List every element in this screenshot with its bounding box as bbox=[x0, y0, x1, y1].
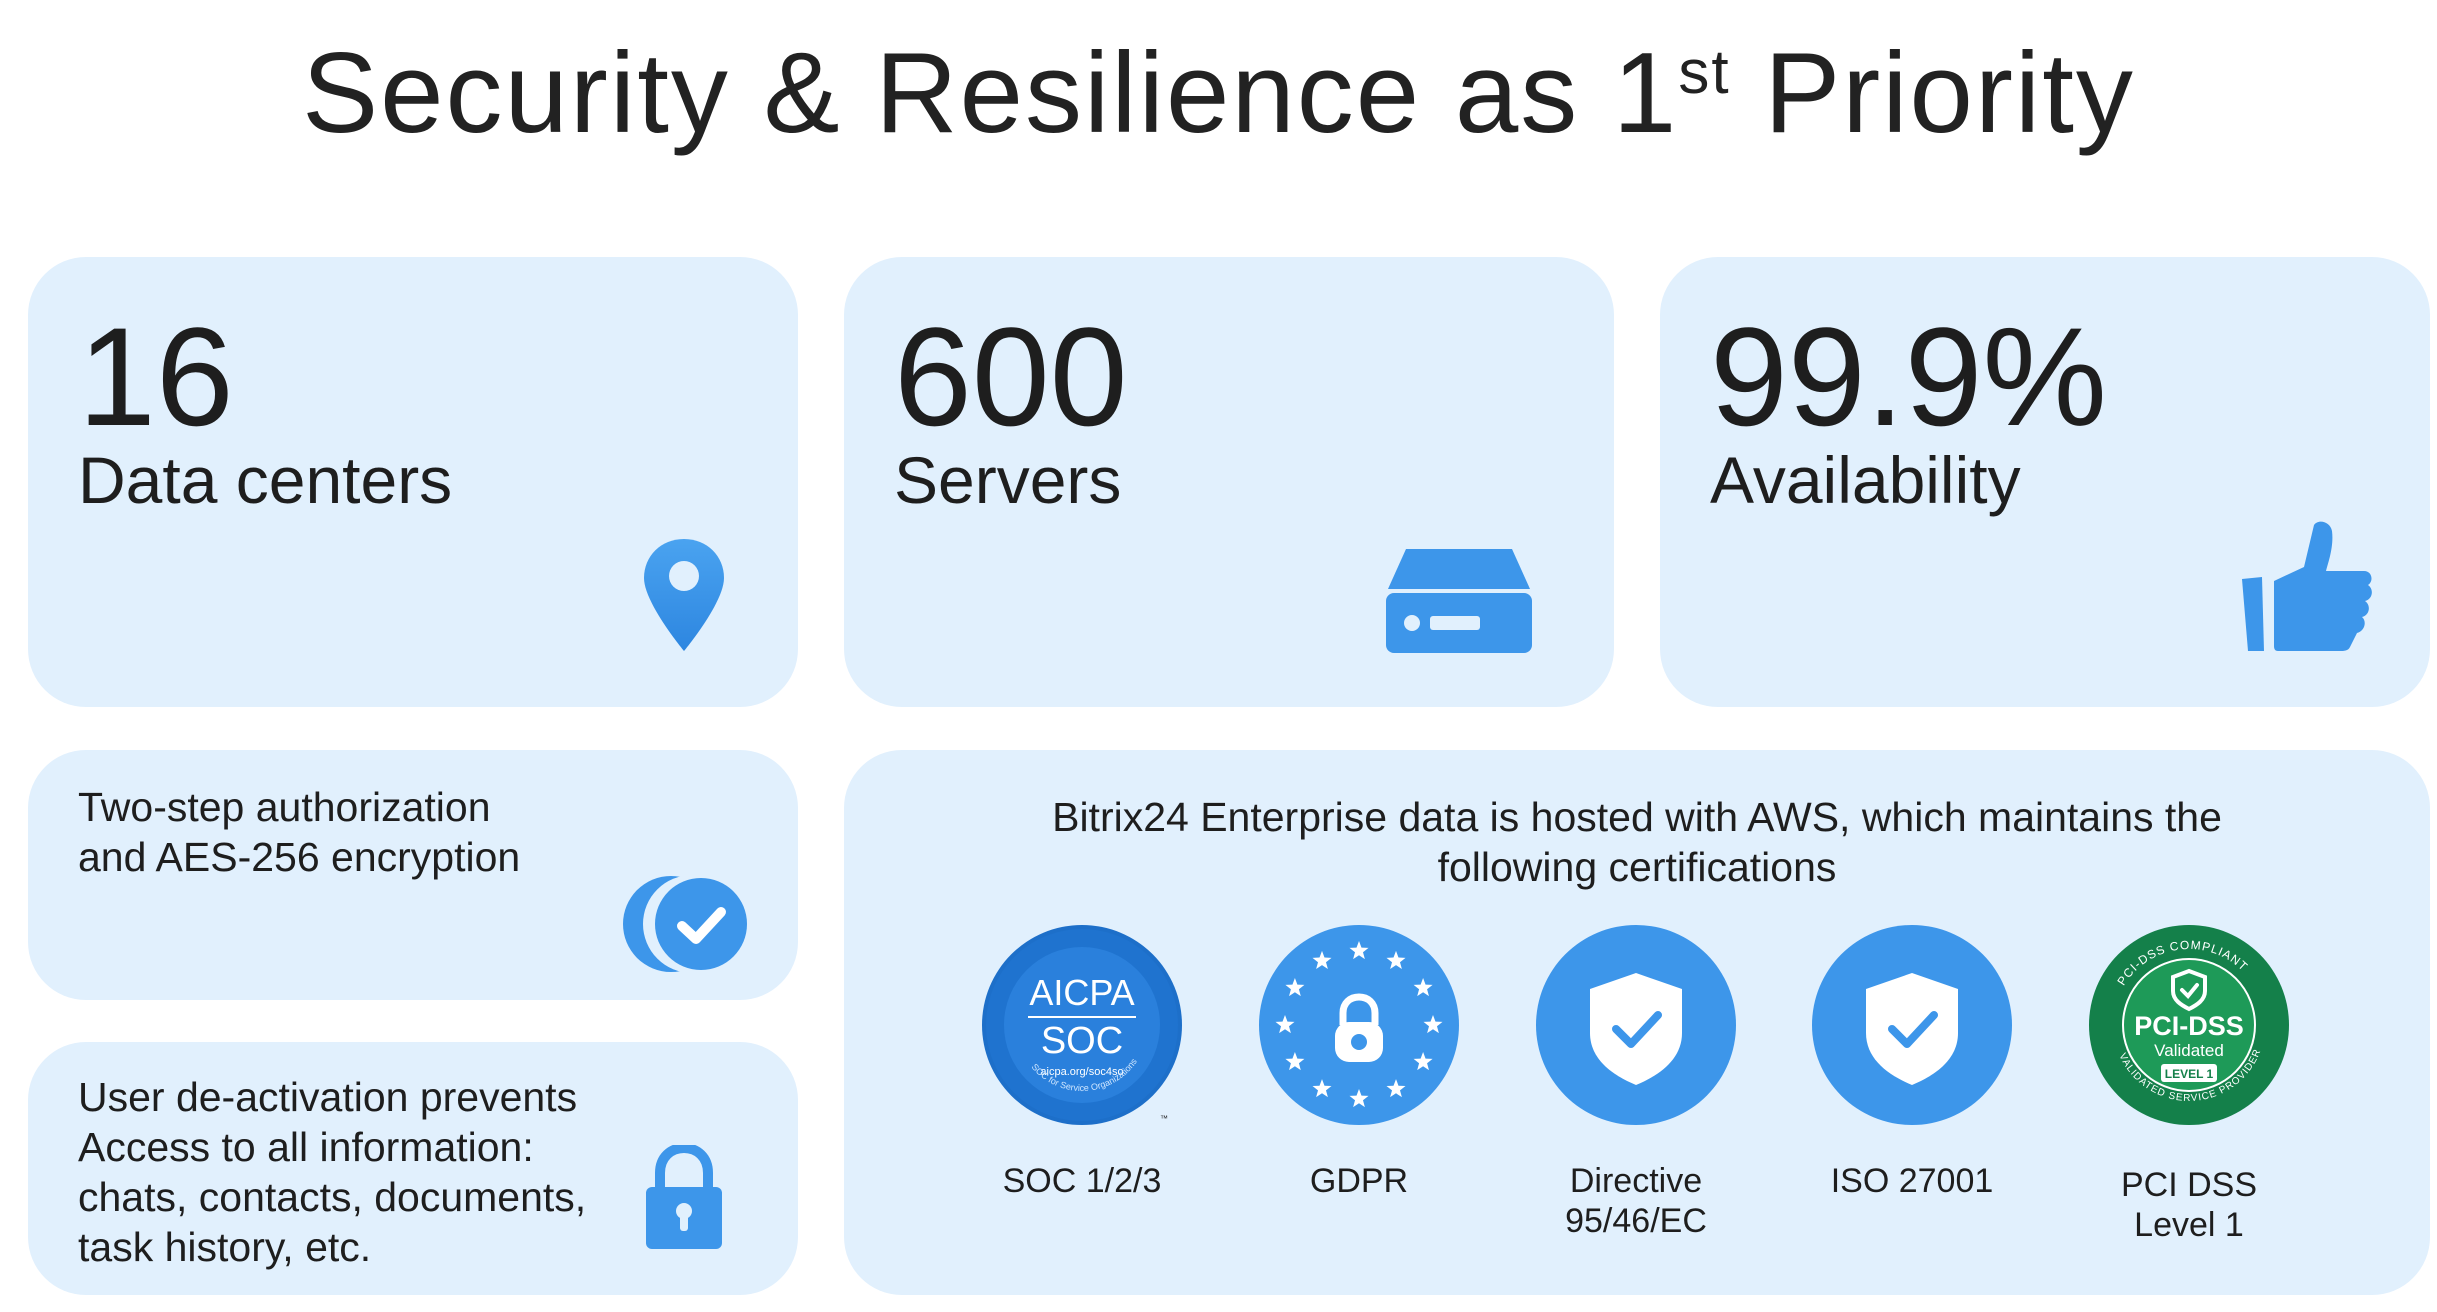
cert-label: Directive 95/46/EC bbox=[1565, 1162, 1707, 1240]
eu-star-icon bbox=[1349, 1089, 1369, 1108]
pci-dss-badge: PCI-DSS COMPLIANT VALIDATED SERVICE PROV… bbox=[2089, 925, 2289, 1125]
stat-card-data-centers: 16 Data centers bbox=[28, 257, 798, 707]
feature-card-user-deactivation: User de-activation prevents Access to al… bbox=[28, 1042, 798, 1295]
padlock-icon bbox=[646, 1145, 722, 1249]
aws-certifications-card: Bitrix24 Enterprise data is hosted with … bbox=[844, 750, 2430, 1295]
stat-card-servers: 600 Servers bbox=[844, 257, 1614, 707]
cert-soc: AICPA SOC aicpa.org/soc4so SOC for Servi… bbox=[962, 925, 1202, 1201]
eu-star-icon bbox=[1413, 978, 1433, 997]
double-check-icon bbox=[623, 875, 747, 973]
eu-star-icon bbox=[1312, 950, 1332, 969]
cert-label: SOC 1/2/3 bbox=[1002, 1162, 1162, 1200]
eu-star-icon bbox=[1386, 1079, 1406, 1098]
eu-star-icon bbox=[1386, 950, 1406, 969]
eu-star-icon bbox=[1413, 1052, 1433, 1071]
eu-star-icon bbox=[1285, 978, 1305, 997]
eu-star-icon bbox=[1349, 941, 1369, 960]
cert-label: ISO 27001 bbox=[1830, 1162, 1994, 1200]
eu-stars-lock-icon bbox=[1259, 925, 1459, 1125]
feature-text: User de-activation prevents Access to al… bbox=[78, 1074, 587, 1270]
cert-gdpr: GDPR bbox=[1239, 925, 1479, 1201]
cert-iso-27001: ISO 27001 bbox=[1792, 925, 2032, 1201]
location-pin-icon bbox=[644, 539, 724, 651]
thumbs-up-icon bbox=[2242, 521, 2372, 651]
aws-intro-text: Bitrix24 Enterprise data is hosted with … bbox=[1052, 794, 2222, 890]
stat-label: Availability bbox=[1710, 443, 2021, 517]
stat-value: 99.9% bbox=[1710, 298, 2107, 455]
page-title: Security & Resilience as 1st Priority bbox=[302, 30, 2135, 157]
feature-text: Two-step authorization and AES-256 encry… bbox=[78, 784, 521, 880]
svg-text:aicpa.org/soc4so: aicpa.org/soc4so bbox=[1040, 1066, 1123, 1078]
cert-pci-dss: PCI-DSS COMPLIANT VALIDATED SERVICE PROV… bbox=[2069, 925, 2309, 1245]
svg-text:Validated: Validated bbox=[2154, 1041, 2224, 1060]
stat-label: Data centers bbox=[78, 443, 453, 517]
server-icon bbox=[1386, 549, 1532, 653]
aicpa-soc-badge: AICPA SOC aicpa.org/soc4so SOC for Servi… bbox=[982, 925, 1182, 1125]
svg-text:™: ™ bbox=[1160, 1114, 1168, 1123]
shield-check-icon bbox=[1536, 925, 1736, 1125]
feature-card-two-step-auth: Two-step authorization and AES-256 encry… bbox=[28, 750, 798, 1000]
svg-text:LEVEL 1: LEVEL 1 bbox=[2165, 1067, 2214, 1081]
eu-star-icon bbox=[1275, 1015, 1295, 1034]
cert-label: PCI DSS Level 1 bbox=[2120, 1166, 2258, 1244]
svg-text:PCI-DSS: PCI-DSS bbox=[2134, 1011, 2244, 1041]
eu-star-icon bbox=[1312, 1079, 1332, 1098]
stat-label: Servers bbox=[894, 443, 1122, 517]
eu-star-icon bbox=[1423, 1015, 1443, 1034]
svg-text:AICPA: AICPA bbox=[1029, 972, 1134, 1013]
eu-star-icon bbox=[1285, 1052, 1305, 1071]
stat-card-availability: 99.9% Availability bbox=[1660, 257, 2430, 707]
shield-check-icon bbox=[1812, 925, 2012, 1125]
svg-text:SOC: SOC bbox=[1041, 1020, 1123, 1062]
cert-directive: Directive 95/46/EC bbox=[1516, 925, 1756, 1241]
stat-value: 16 bbox=[78, 298, 234, 455]
stat-value: 600 bbox=[894, 298, 1128, 455]
cert-label: GDPR bbox=[1309, 1162, 1409, 1200]
